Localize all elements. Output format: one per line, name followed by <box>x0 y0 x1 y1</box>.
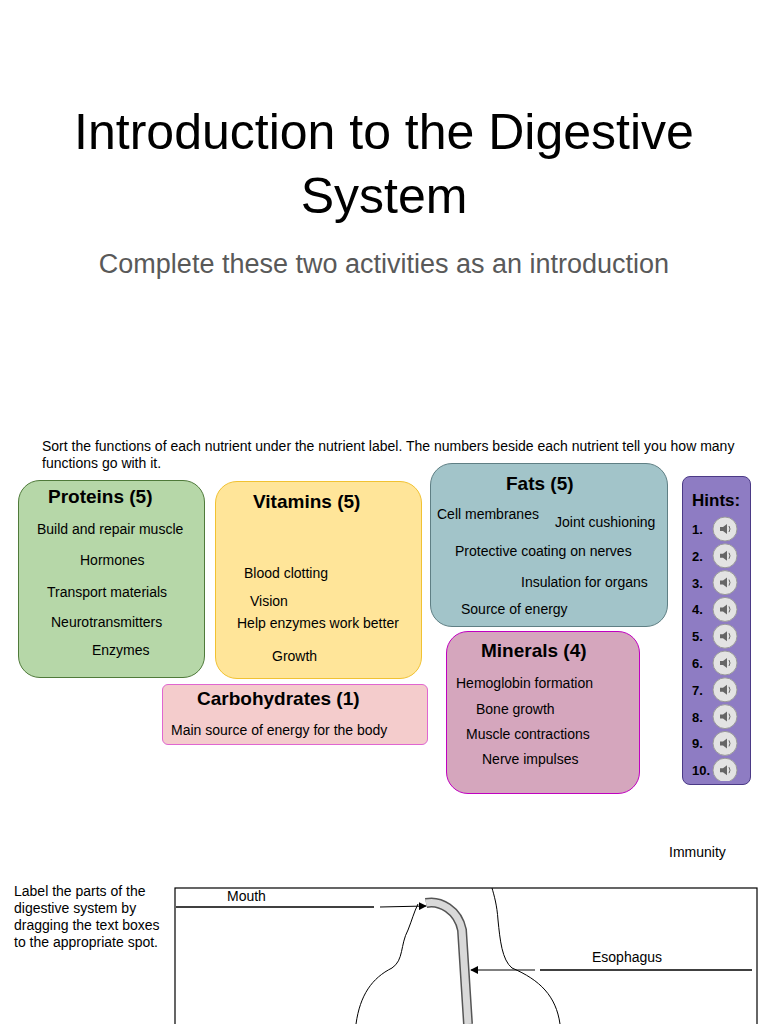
heading-text: Fats (5) <box>506 473 574 495</box>
heading-text: Proteins (5) <box>48 486 153 508</box>
function-text: Neurotransmitters <box>51 614 162 631</box>
function-text: Enzymes <box>92 642 150 659</box>
leader-line <box>540 969 752 971</box>
hint-number: 3. <box>692 576 703 591</box>
nutrient-box: Carbohydrates (1) Main source of energy f… <box>162 684 428 745</box>
speaker-button <box>713 597 737 621</box>
nutrient-box: Vitamins (5) Blood clottingVisionHelp enz… <box>215 481 422 679</box>
function-text: Blood clotting <box>244 565 328 582</box>
function-text: Insulation for organs <box>521 574 648 591</box>
function-text: Nerve impulses <box>482 751 578 768</box>
page-title: Introduction to the Digestive System <box>20 100 748 228</box>
heading-text: Minerals (4) <box>481 640 587 662</box>
function-text: Hormones <box>80 552 145 569</box>
speaker-button <box>713 705 737 729</box>
nutrient-box: Minerals (4) Hemoglobin formationBone gro… <box>446 631 640 794</box>
leader-arrow <box>471 970 535 971</box>
hint-number: 8. <box>692 710 703 725</box>
hint-number: 4. <box>692 602 703 617</box>
speaker-button <box>713 758 737 781</box>
speaker-button <box>713 731 737 755</box>
speaker-button <box>713 651 737 675</box>
part-label: Esophagus <box>592 949 662 966</box>
nutrient-box: Fats (5) Cell membranes Joint cushioningPr… <box>430 463 668 627</box>
function-text: Protective coating on nerves <box>455 543 632 560</box>
function-text: Growth <box>272 648 317 665</box>
heading-text: Hints: <box>692 491 740 511</box>
function-text: Transport materials <box>47 584 167 601</box>
function-text: Muscle contractions <box>466 726 590 743</box>
function-text: Source of energy <box>461 601 568 618</box>
function-text: Build and repair muscle <box>37 521 183 538</box>
function-text: Immunity <box>669 844 726 861</box>
speaker-button <box>713 624 737 648</box>
heading-text: Carbohydrates (1) <box>197 688 360 710</box>
function-text: Vision <box>250 593 288 610</box>
function-text: Help enzymes work better <box>237 615 399 632</box>
leader-arrow <box>380 906 426 907</box>
function-text: Bone growth <box>476 701 555 718</box>
esophagus-tube <box>426 902 468 1024</box>
hint-number: 7. <box>692 683 703 698</box>
speaker-button <box>713 517 737 541</box>
hint-number: 6. <box>692 656 703 671</box>
subtitle: Complete these two activities as an intr… <box>0 249 768 280</box>
heading-text: Vitamins (5) <box>253 491 360 513</box>
body-outline <box>356 904 418 1024</box>
function-text: Joint cushioning <box>555 514 655 531</box>
speaker-button <box>713 678 737 702</box>
hint-number: 5. <box>692 629 703 644</box>
part-label: Mouth <box>227 888 266 905</box>
esophagus-tube <box>426 902 468 1024</box>
function-text: Cell membranes <box>437 506 539 523</box>
function-text: Hemoglobin formation <box>456 675 593 692</box>
speaker-button <box>713 571 737 595</box>
speaker-button <box>713 544 737 568</box>
hint-number: 2. <box>692 549 703 564</box>
hint-number: 1. <box>692 522 703 537</box>
hints-panel: Hints: 1. 2. 3. 4. 5. 6. 7. 8. 9. 10. <box>682 476 751 785</box>
nutrient-box: Proteins (5) Build and repair muscleHormo… <box>18 480 205 678</box>
function-text: Main source of energy for the body <box>171 722 387 739</box>
diagram-frame <box>175 888 757 1024</box>
leader-line <box>176 906 374 908</box>
body-outline <box>492 888 560 1024</box>
hint-number: 10. <box>692 763 710 778</box>
hint-number: 9. <box>692 736 703 751</box>
instruction-text: Label the parts of the digestive system … <box>14 883 162 951</box>
